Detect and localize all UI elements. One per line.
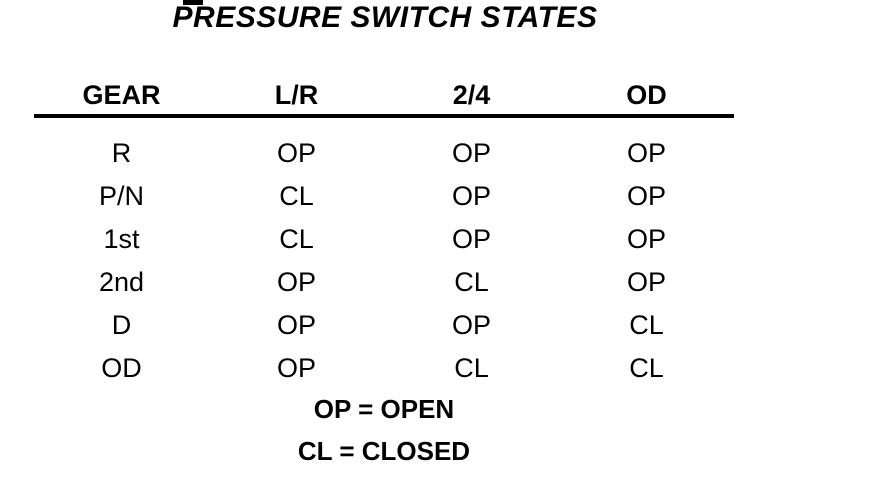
gear-cell: 1st	[103, 224, 140, 254]
value-cell: CL	[279, 224, 314, 254]
value-cell: OP	[276, 353, 316, 383]
gear-cell: R	[111, 138, 132, 168]
table-row: P/N CL OP OP	[34, 175, 734, 218]
column-header-od: OD	[626, 79, 667, 110]
value-cell: OP	[451, 181, 491, 211]
column-header-gear: GEAR	[82, 79, 161, 110]
table-row: D OP OP CL	[34, 304, 734, 347]
value-cell: OP	[451, 310, 491, 340]
legend-line-open: OP = OPEN	[313, 393, 455, 424]
value-cell: CL	[279, 181, 314, 211]
value-cell: OP	[626, 181, 666, 211]
table-row: 1st CL OP OP	[34, 218, 734, 261]
value-cell: OP	[276, 310, 316, 340]
table-row: OD OP CL CL	[34, 347, 734, 390]
table-body: R OP OP OP P/N CL OP OP 1st CL OP OP 2nd…	[34, 132, 734, 390]
header-divider-rule	[34, 114, 734, 118]
value-cell: CL	[454, 267, 489, 297]
value-cell: OP	[451, 138, 491, 168]
value-cell: OP	[626, 138, 666, 168]
value-cell: CL	[454, 353, 489, 383]
value-cell: OP	[626, 267, 666, 297]
legend-line-closed: CL = CLOSED	[297, 435, 471, 466]
gear-cell: P/N	[98, 181, 144, 211]
value-cell: CL	[629, 353, 664, 383]
table-row: 2nd OP CL OP	[34, 261, 734, 304]
value-cell: OP	[276, 267, 316, 297]
value-cell: CL	[629, 310, 664, 340]
page-title: PRESSURE SWITCH STATES	[172, 1, 598, 34]
column-header-24: 2/4	[452, 79, 491, 110]
value-cell: OP	[626, 224, 666, 254]
table-header-row: GEAR L/R 2/4 OD	[34, 76, 734, 114]
pressure-switch-table: GEAR L/R 2/4 OD R OP OP OP P/N CL OP OP …	[34, 76, 734, 390]
value-cell: OP	[276, 138, 316, 168]
gear-cell: 2nd	[98, 267, 145, 297]
cropped-text-fragment	[183, 0, 203, 5]
table-row: R OP OP OP	[34, 132, 734, 175]
legend: OP = OPEN CL = CLOSED	[34, 388, 734, 472]
gear-cell: OD	[101, 353, 142, 383]
column-header-lr: L/R	[274, 79, 319, 110]
value-cell: OP	[451, 224, 491, 254]
gear-cell: D	[111, 310, 132, 340]
